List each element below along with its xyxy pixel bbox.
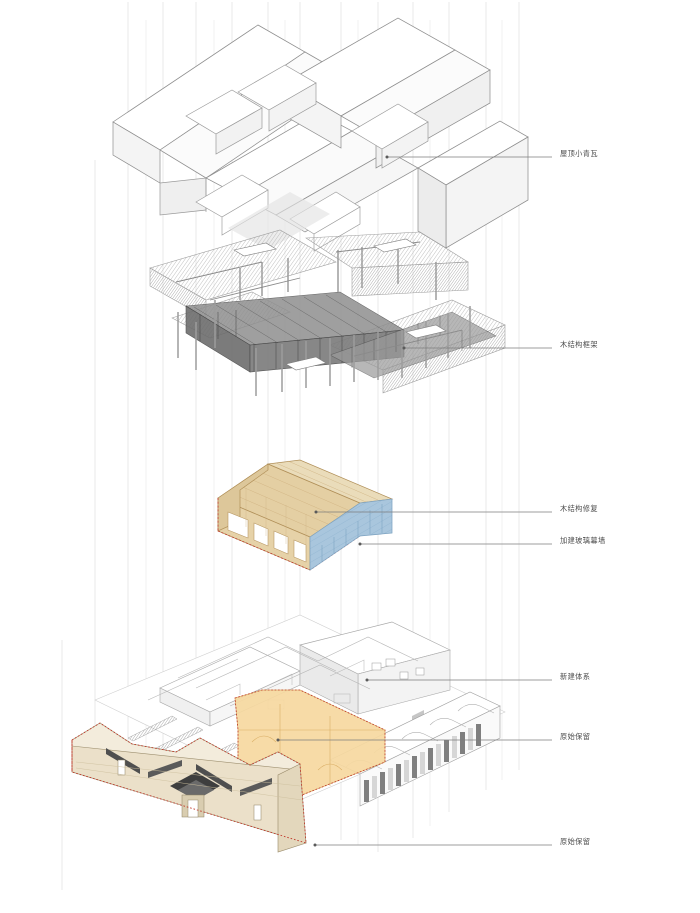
timber-truss-right-wing bbox=[329, 311, 497, 379]
glass-panel-gable bbox=[309, 498, 393, 571]
restoration-facade-openings bbox=[227, 511, 307, 563]
leader-glass bbox=[358, 542, 552, 546]
glass-mullions bbox=[321, 504, 383, 562]
timber-frame-layer bbox=[149, 229, 506, 396]
label-original-preserved-plan: 原始保留 bbox=[560, 732, 591, 741]
timber-truss-central bbox=[185, 291, 405, 373]
label-original-preserved-wall: 原始保留 bbox=[560, 837, 591, 846]
roof-dormer-lower-left bbox=[185, 89, 263, 155]
timber-restoration-volume bbox=[217, 459, 394, 571]
roof-shadow-wedge bbox=[228, 192, 330, 250]
label-roof-tiles: 屋顶小青瓦 bbox=[560, 149, 598, 158]
leader-preserved-plan bbox=[276, 738, 552, 742]
timber-roof-plane-right-b bbox=[351, 261, 469, 297]
restoration-roof-grain bbox=[227, 460, 379, 532]
label-new-building-system: 新建体系 bbox=[560, 672, 591, 681]
leader-new-system bbox=[365, 678, 552, 682]
roof-dormer-right bbox=[351, 103, 429, 169]
label-timber-restoration: 木结构修复 bbox=[560, 504, 598, 513]
preserved-plan-dotted-outline bbox=[234, 689, 386, 796]
leader-lines bbox=[276, 155, 552, 847]
leader-timber-frame bbox=[402, 346, 552, 350]
roof-dormer-mid bbox=[237, 64, 317, 132]
existing-building-right bbox=[299, 621, 451, 715]
glass-curtain-wall bbox=[309, 498, 393, 571]
restoration-interior-lines bbox=[245, 488, 307, 553]
roof-volume-upper-right bbox=[284, 17, 491, 169]
arcade-piers bbox=[364, 724, 481, 802]
original-preserved-wall bbox=[71, 722, 307, 853]
leader-roof-tiles bbox=[385, 155, 552, 159]
leader-restoration bbox=[314, 510, 552, 514]
preserved-wall-course-lines bbox=[75, 761, 303, 801]
preserved-wall-windows bbox=[117, 759, 262, 821]
leader-preserved-wall bbox=[313, 843, 552, 847]
roof-volume-right-block bbox=[417, 120, 529, 249]
label-glass-curtain-wall: 加建玻璃幕墙 bbox=[560, 536, 606, 545]
preserved-wall-gate-motif bbox=[170, 772, 220, 818]
timber-columns bbox=[177, 244, 471, 396]
roof-tiles-layer bbox=[112, 17, 529, 252]
timber-connection-plates bbox=[233, 238, 447, 371]
preserved-wall-dotted-outline bbox=[71, 722, 307, 844]
label-timber-frame: 木结构框架 bbox=[560, 340, 598, 349]
